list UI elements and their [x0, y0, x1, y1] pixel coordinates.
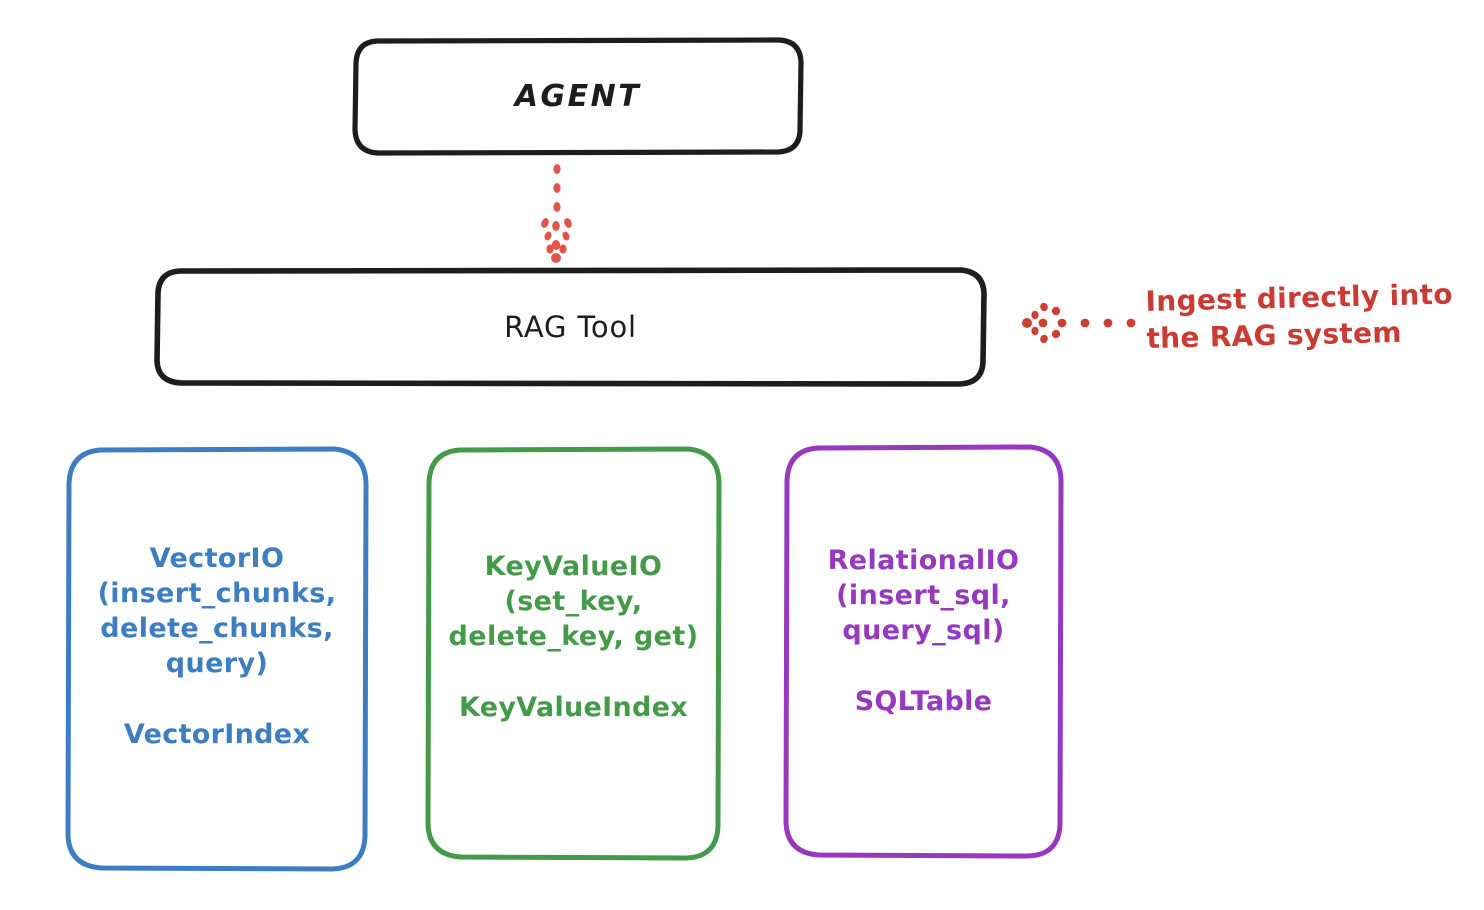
- node-agent[interactable]: AGENT: [355, 40, 801, 153]
- node-relational-io[interactable]: RelationalIO (insert_sql, query_sql) SQL…: [786, 447, 1061, 857]
- rag-tool-box-outline: [154, 267, 987, 387]
- node-vector-io-sublabel: VectorIndex: [123, 719, 311, 751]
- node-agent-label: AGENT: [514, 78, 642, 114]
- key-value-io-box-outline: [425, 446, 722, 861]
- node-relational-io-label: RelationalIO (insert_sql, query_sql): [827, 544, 1020, 647]
- agent-to-rag-tool-connector: [541, 164, 572, 263]
- node-key-value-io-content: KeyValueIO (set_key, delete_key, get) Ke…: [449, 549, 699, 723]
- ingest-annotation-text: Ingest directly into the RAG system: [1145, 277, 1454, 355]
- node-key-value-io-sublabel: KeyValueIndex: [458, 692, 688, 724]
- node-rag-tool-label: RAG Tool: [504, 309, 637, 344]
- node-key-value-io-label: KeyValueIO (set_key, delete_key, get): [448, 550, 699, 653]
- relational-io-box-outline: [783, 444, 1064, 859]
- agent-box-outline: [352, 37, 804, 156]
- node-vector-io-label: VectorIO (insert_chunks, delete_chunks, …: [97, 542, 337, 680]
- node-vector-io[interactable]: VectorIO (insert_chunks, delete_chunks, …: [68, 449, 366, 870]
- annotation-to-rag-tool-connector: [1022, 302, 1136, 344]
- node-key-value-io[interactable]: KeyValueIO (set_key, delete_key, get) Ke…: [428, 449, 719, 859]
- node-relational-io-sublabel: SQLTable: [854, 686, 993, 718]
- node-relational-io-content: RelationalIO (insert_sql, query_sql) SQL…: [828, 543, 1020, 717]
- node-rag-tool[interactable]: RAG Tool: [157, 270, 984, 384]
- vector-io-box-outline: [65, 446, 369, 872]
- node-vector-io-content: VectorIO (insert_chunks, delete_chunks, …: [98, 541, 337, 750]
